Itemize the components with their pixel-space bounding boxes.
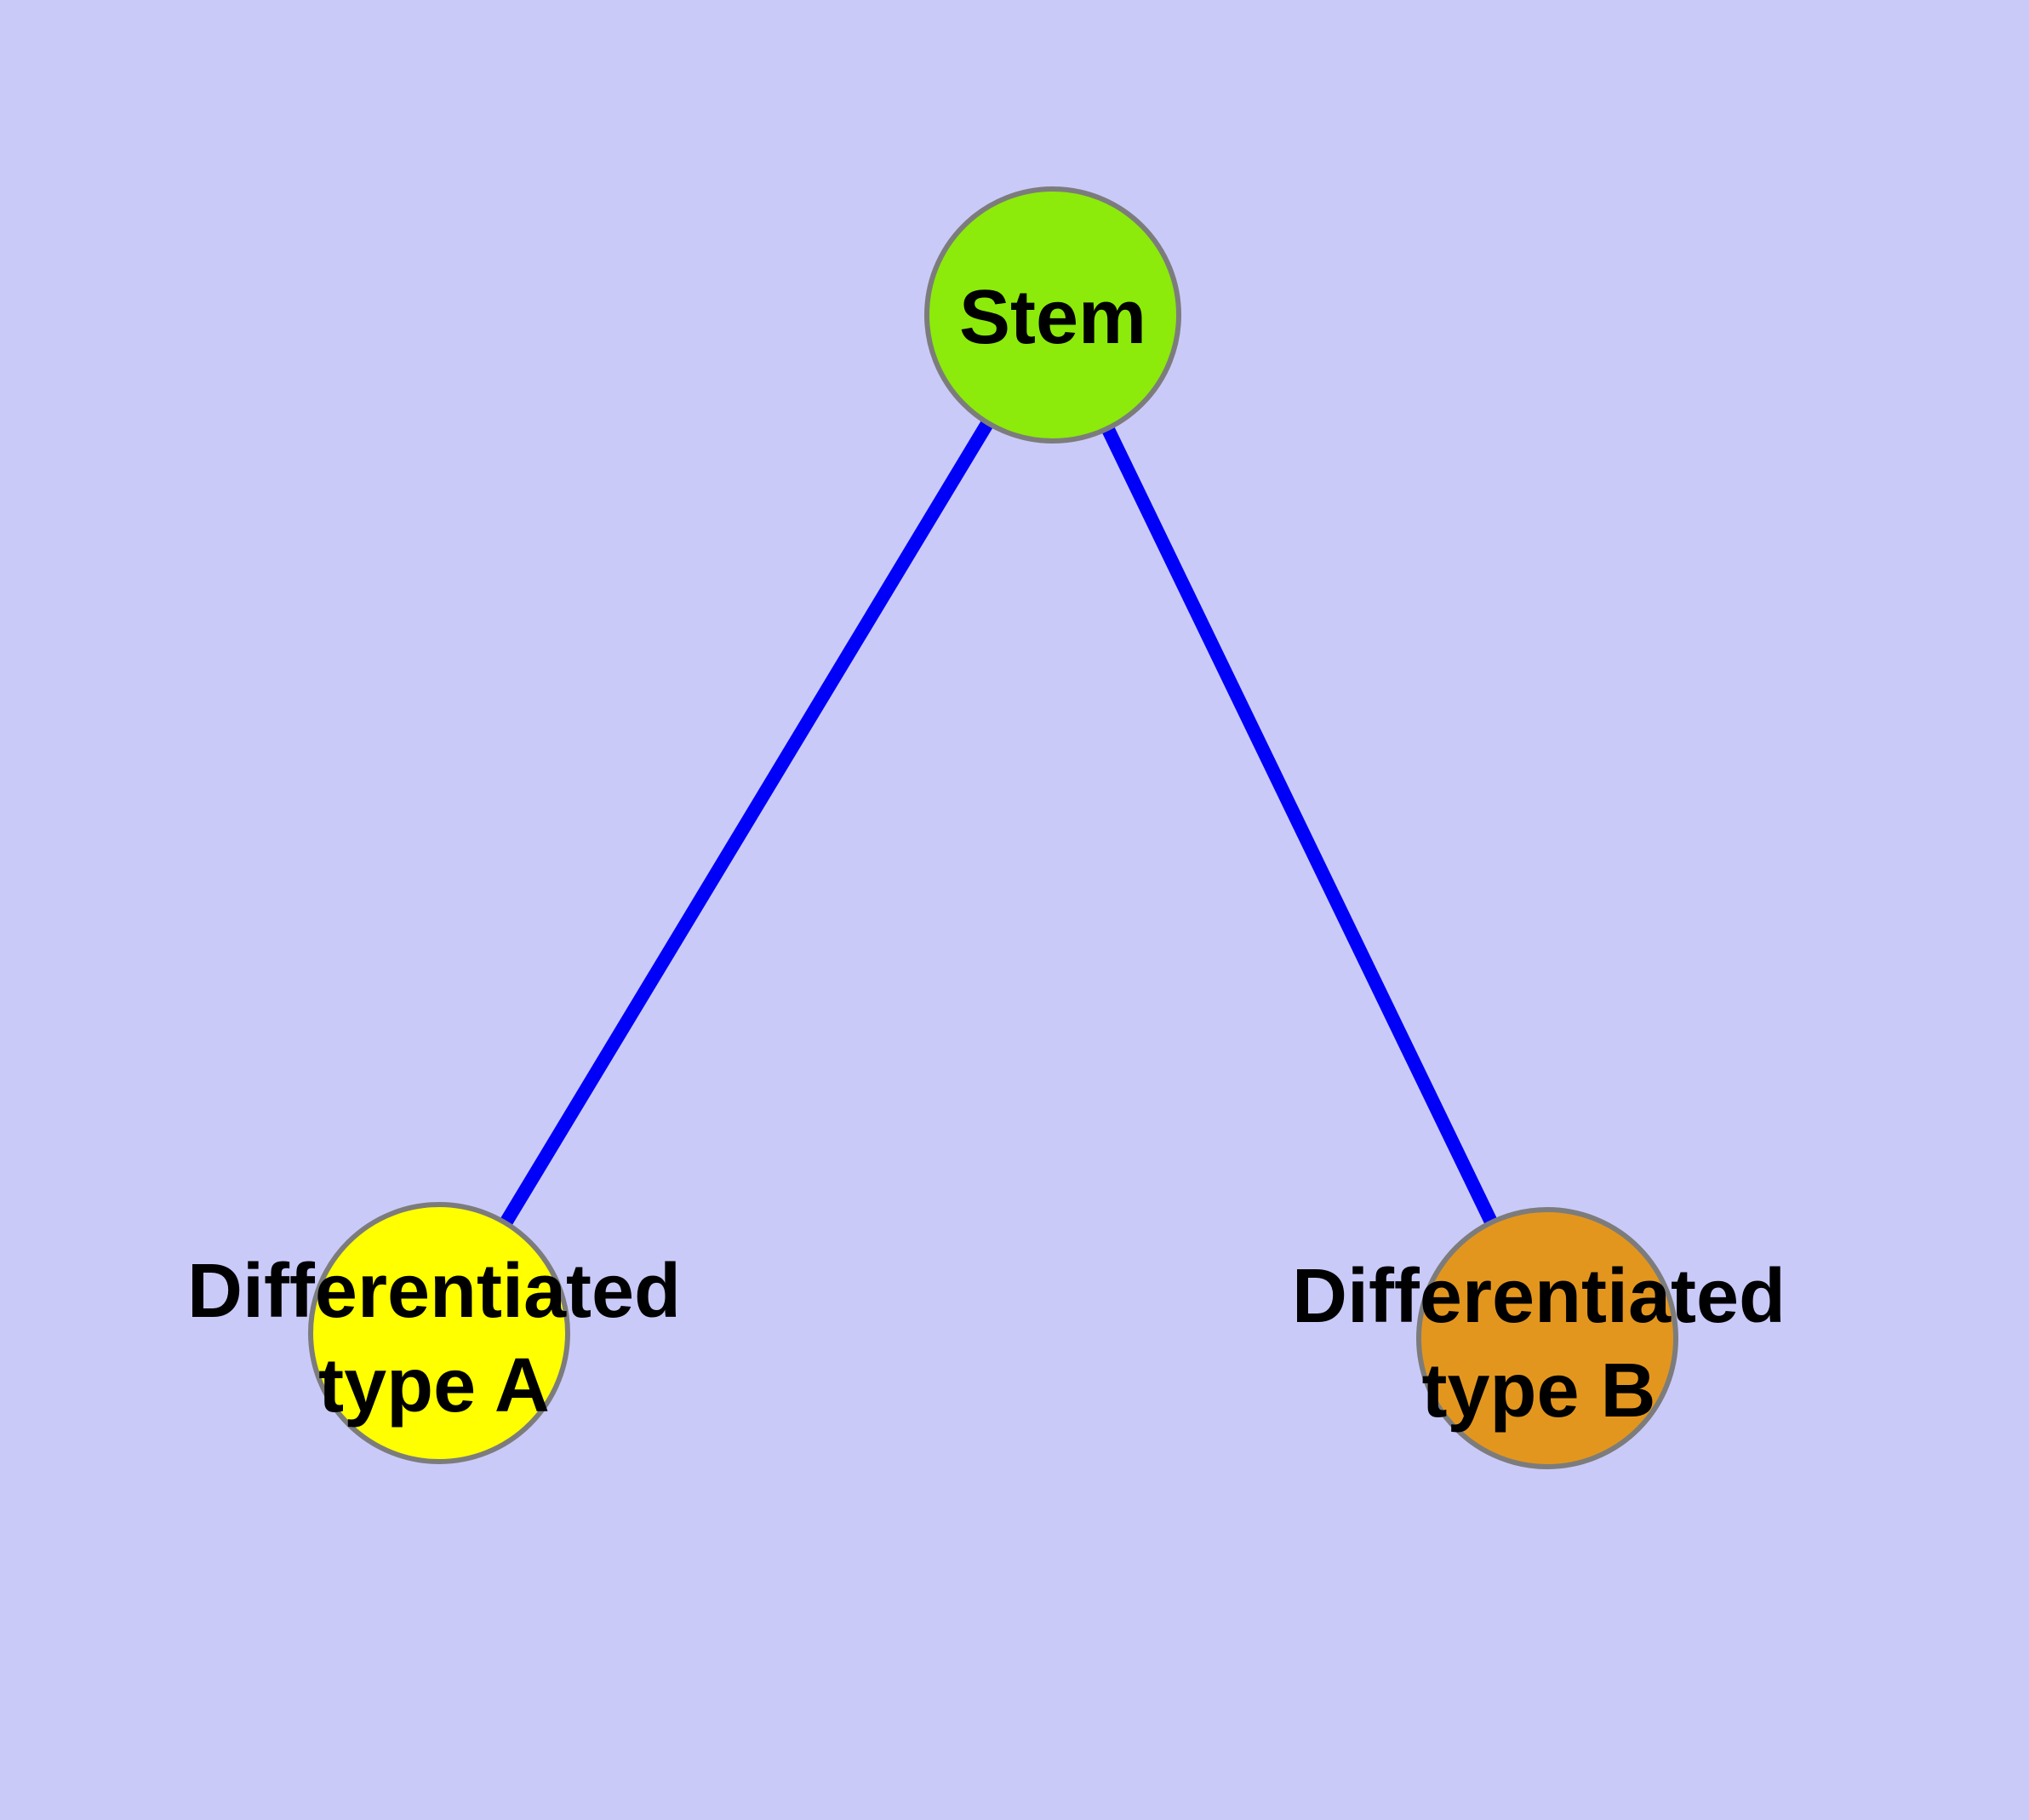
edge-stem-to-type-b xyxy=(1046,312,1554,1342)
node-stem-label: Stem xyxy=(959,275,1146,360)
edge-stem-to-type-a xyxy=(433,311,1059,1337)
node-stem-circle xyxy=(924,186,1181,444)
node-type-a-label-line2: type A xyxy=(318,1343,550,1428)
node-type-a-circle xyxy=(308,1202,570,1464)
node-type-b-circle xyxy=(1416,1207,1678,1469)
node-type-a-label-line1: Differentiated xyxy=(187,1249,681,1334)
node-type-b-label-line2: type B xyxy=(1421,1348,1655,1434)
node-type-b-label-line1: Differentiated xyxy=(1292,1254,1786,1339)
